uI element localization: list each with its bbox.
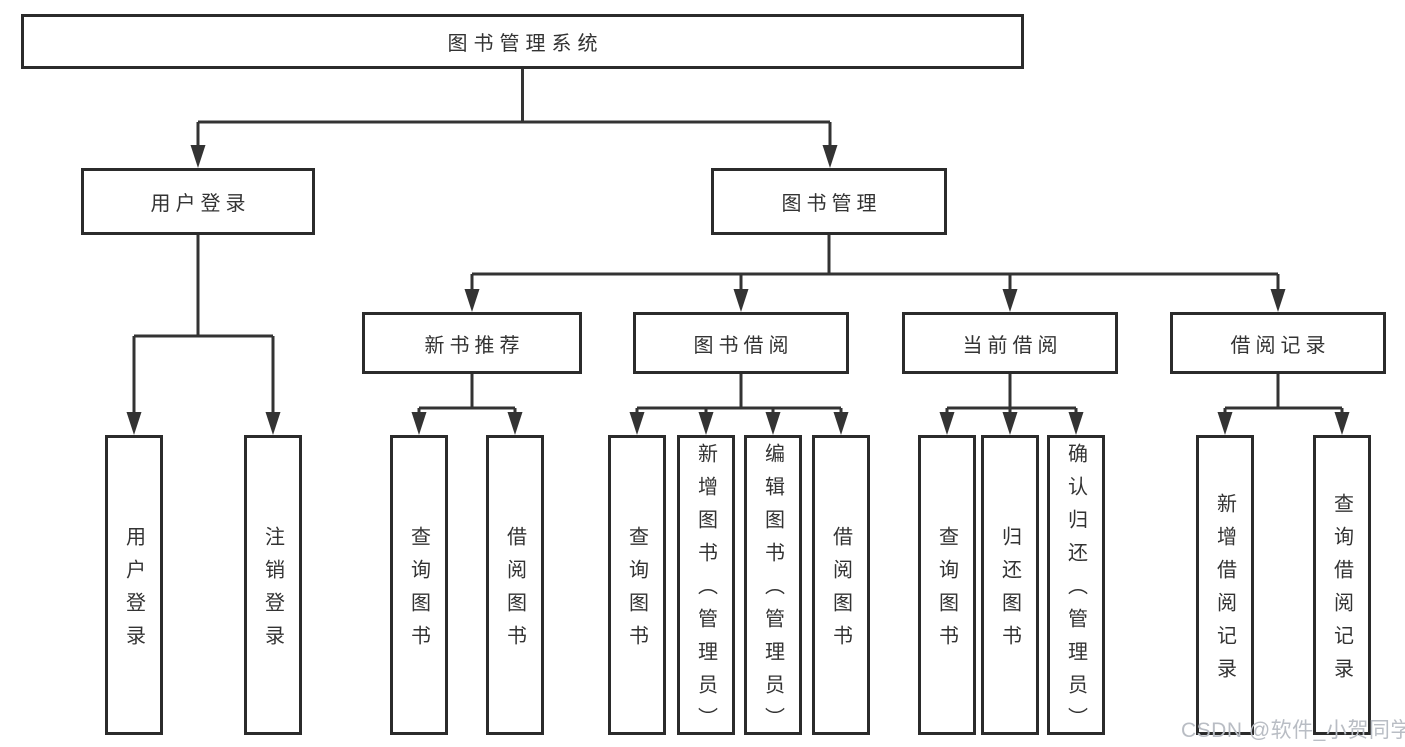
- node-book-borrow: 图书借阅: [633, 312, 849, 374]
- node-leaf-query-books-3: 查询图书: [918, 435, 976, 735]
- node-new-book-recommend: 新书推荐: [362, 312, 582, 374]
- node-label: 借阅记录: [1230, 334, 1331, 357]
- node-label: 用户登录: [150, 193, 251, 215]
- node-label: 当前借阅: [962, 334, 1063, 357]
- node-borrow-records: 借阅记录: [1170, 312, 1386, 374]
- node-label: 图书管理系统: [447, 33, 604, 55]
- node-user-login-branch: 用户登录: [81, 168, 315, 235]
- node-leaf-logout: 注销登录: [244, 435, 302, 735]
- node-label: 编辑图书（管理员）: [761, 443, 784, 740]
- csdn-watermark: CSDN @软件_小贺同学: [1181, 719, 1405, 742]
- node-leaf-confirm-return-admin: 确认归还（管理员）: [1047, 435, 1105, 740]
- node-label: 新增借阅记录: [1213, 492, 1236, 691]
- node-label: 用户登录: [122, 525, 145, 658]
- node-leaf-add-borrow-record: 新增借阅记录: [1196, 435, 1254, 735]
- arrowhead-icons: [126, 145, 1350, 435]
- node-book-management-branch: 图书管理: [711, 168, 947, 235]
- node-label: 图书借阅: [693, 334, 794, 357]
- node-label: 归还图书: [998, 525, 1021, 658]
- node-leaf-return-books: 归还图书: [981, 435, 1039, 735]
- node-leaf-edit-books-admin: 编辑图书（管理员）: [744, 435, 802, 740]
- node-leaf-query-borrow-record: 查询借阅记录: [1313, 435, 1371, 735]
- node-label: 确认归还（管理员）: [1064, 443, 1087, 740]
- node-label: 图书管理: [781, 193, 882, 215]
- node-leaf-user-login: 用户登录: [105, 435, 163, 735]
- node-label: 新书推荐: [424, 334, 525, 357]
- node-label: 查询借阅记录: [1330, 492, 1353, 691]
- node-leaf-borrow-books-1: 借阅图书: [486, 435, 544, 735]
- node-label: 注销登录: [261, 525, 284, 658]
- node-label: 查询图书: [407, 525, 430, 658]
- node-library-management-system: 图书管理系统: [21, 14, 1024, 69]
- node-leaf-borrow-books-2: 借阅图书: [812, 435, 870, 735]
- node-leaf-add-books-admin: 新增图书（管理员）: [677, 435, 735, 740]
- node-leaf-query-books-1: 查询图书: [390, 435, 448, 735]
- node-label: 查询图书: [625, 525, 648, 658]
- node-label: 借阅图书: [503, 525, 526, 658]
- node-current-borrow: 当前借阅: [902, 312, 1118, 374]
- node-leaf-query-books-2: 查询图书: [608, 435, 666, 735]
- node-label: 新增图书（管理员）: [694, 443, 717, 740]
- node-label: 查询图书: [935, 525, 958, 658]
- node-label: 借阅图书: [829, 525, 852, 658]
